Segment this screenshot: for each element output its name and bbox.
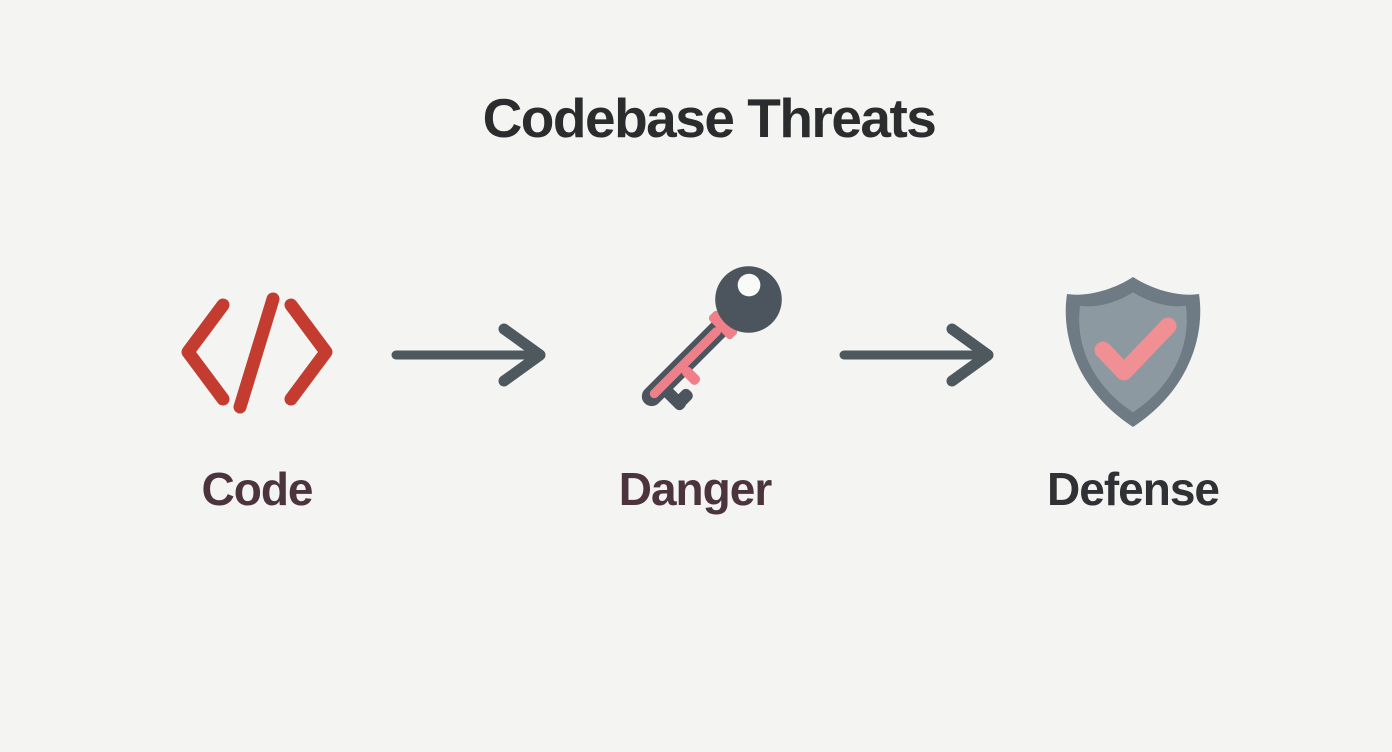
code-brackets-icon-svg (181, 292, 333, 414)
key-tooth-pink (681, 366, 701, 385)
page-title: Codebase Threats (482, 87, 937, 149)
key-icon (535, 266, 855, 440)
key-collar (708, 310, 738, 340)
node-defense: Defense (973, 266, 1293, 516)
key-icon-svg (641, 266, 782, 411)
shield-check-icon (973, 266, 1293, 440)
arrow-head (498, 323, 546, 387)
node-danger: Danger (535, 266, 855, 516)
code-brackets-icon (97, 266, 417, 440)
node-label-code: Code (201, 463, 314, 515)
checkmark (1094, 317, 1177, 381)
node-label-danger: Danger (618, 463, 772, 515)
arrow-head (946, 323, 994, 387)
key-group (641, 266, 782, 411)
arrow-right-icon (391, 323, 546, 387)
key-tooth-step (675, 388, 693, 407)
right-angle-bracket-shape (284, 298, 333, 406)
arrow-right-icon (839, 323, 994, 387)
key-bow-hole (737, 273, 761, 297)
key-shaft-stripe (649, 327, 721, 399)
node-label-defense: Defense (1047, 463, 1220, 515)
shield-check-icon-svg (1065, 277, 1201, 427)
node-code: Code (97, 266, 417, 516)
key-bow (715, 266, 782, 333)
left-angle-bracket-shape (181, 298, 230, 406)
slash-shape (233, 292, 280, 414)
